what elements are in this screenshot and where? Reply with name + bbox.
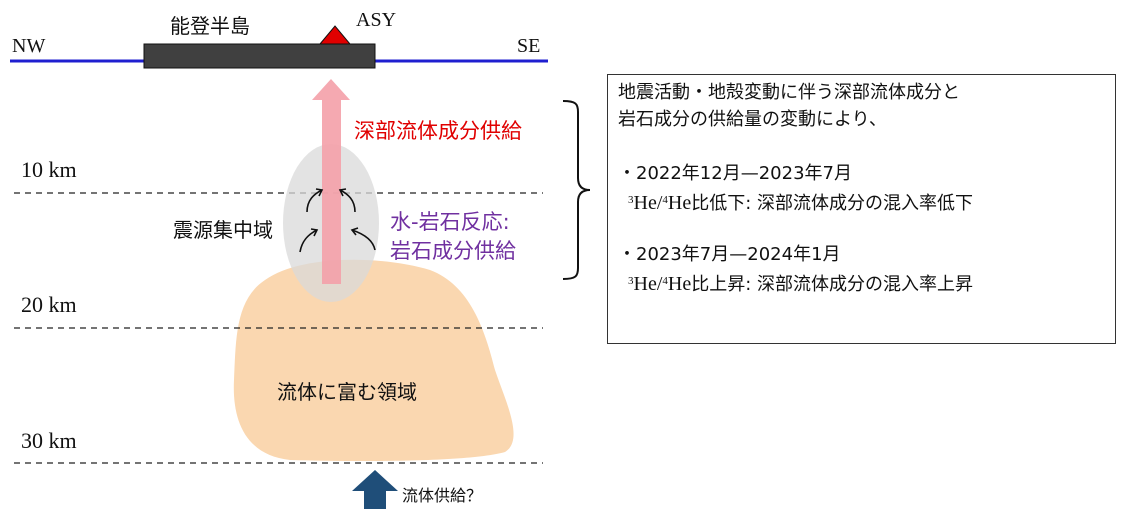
depth-label-10km: 10 km: [21, 157, 77, 182]
upflow-arrow: [312, 79, 350, 284]
info-period-1: ・2022年12月—2023年7月: [618, 163, 852, 184]
direction-nw-label: NW: [12, 35, 46, 57]
depth-label-20km: 20 km: [21, 292, 77, 317]
fluid-region-label: 流体に富む領域: [277, 380, 417, 404]
upflow-label: 深部流体成分供給: [354, 119, 522, 143]
station-marker: [318, 25, 352, 45]
reaction-label-line1: 水-岩石反応:: [390, 210, 510, 234]
info-line-1: 地震活動・地殻変動に伴う深部流体成分と: [618, 82, 960, 103]
station-label: ASY: [356, 9, 397, 31]
info-line-2: 岩石成分の供給量の変動により、: [618, 109, 887, 130]
direction-se-label: SE: [517, 35, 541, 57]
info-box: 地震活動・地殻変動に伴う深部流体成分と 岩石成分の供給量の変動により、 ・202…: [607, 74, 1116, 344]
peninsula-block: [143, 43, 376, 69]
info-period-2-detail: 3He/4He比上昇: 深部流体成分の混入率上昇: [628, 273, 974, 295]
info-period-2: ・2023年7月—2024年1月: [618, 244, 841, 265]
curly-brace: [562, 100, 591, 280]
depth-label-30km: 30 km: [21, 428, 77, 453]
fluid-supply-label: 流体供給？: [402, 486, 483, 505]
fluid-rich-region: [233, 259, 514, 462]
peninsula-label: 能登半島: [170, 14, 250, 38]
fluid-supply-arrow: [352, 470, 398, 509]
reaction-arrows: [299, 188, 376, 253]
info-period-1-detail: 3He/4He比低下: 深部流体成分の混入率低下: [628, 192, 974, 214]
reaction-label-line2: 岩石成分供給: [390, 239, 516, 263]
seismic-zone-label: 震源集中域: [173, 218, 273, 242]
